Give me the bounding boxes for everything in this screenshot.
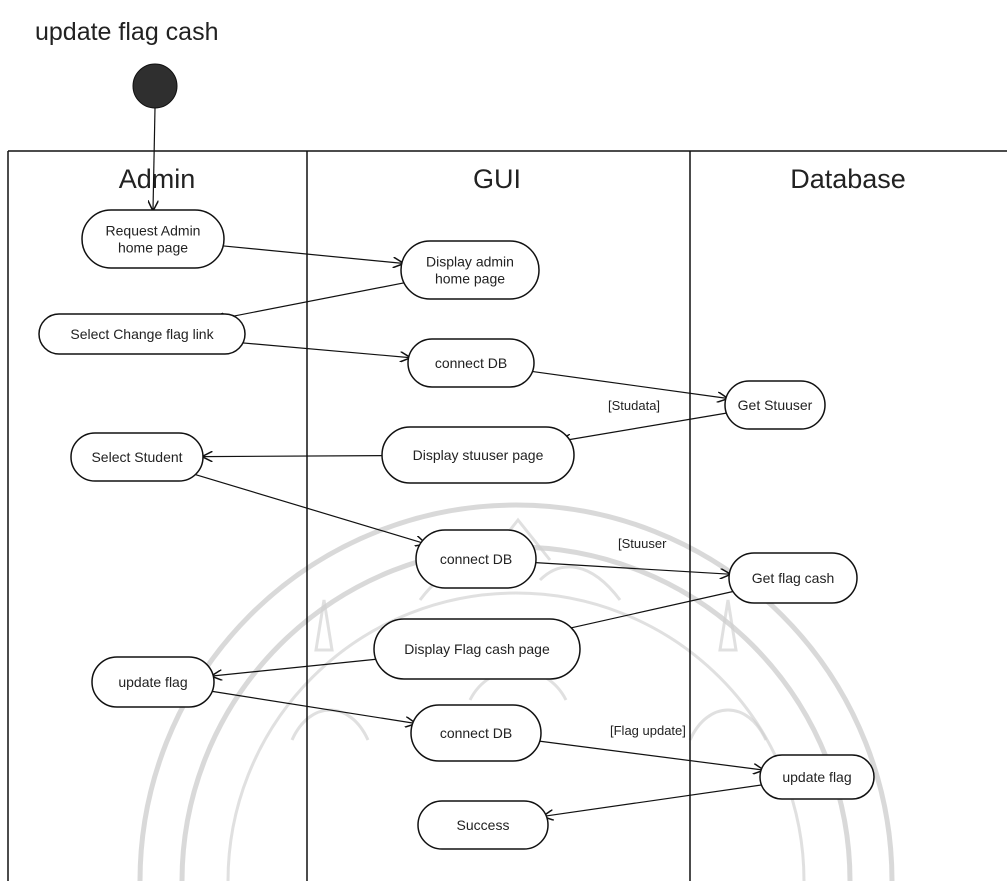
activity-node-label: update flag	[118, 674, 187, 690]
activity-node-label: home page	[118, 240, 188, 256]
flow-arrow-display-stuuser-to-select-student	[203, 456, 383, 457]
activity-node-connect-db-2: connect DB	[415, 529, 537, 589]
initial-node	[132, 63, 178, 109]
activity-node-success: Success	[417, 800, 549, 850]
activity-node-shape	[373, 618, 581, 680]
activity-node-update-flag-admin: update flag	[91, 656, 215, 708]
guard-flag-update-label: [Flag update]	[610, 723, 686, 738]
activity-node-label: Select Change flag link	[70, 326, 214, 342]
activity-node-label: connect DB	[440, 551, 512, 567]
guard-studata-label: [Studata]	[608, 398, 660, 413]
activity-node-select-change-flag: Select Change flag link	[38, 313, 246, 355]
activity-node-get-stuuser: Get Stuuser	[724, 380, 826, 430]
activity-node-select-student: Select Student	[70, 432, 204, 482]
activity-node-connect-db-1: connect DB	[407, 338, 535, 388]
activity-node-display-flag-cash: Display Flag cash page	[373, 618, 581, 680]
flow-arrow-connect-db-3-to-update-flag-db	[538, 740, 763, 770]
flow-arrow-display-flag-cash-to-update-flag-admin	[212, 658, 380, 676]
activity-node-display-stuuser: Display stuuser page	[381, 426, 575, 484]
flow-arrow-update-flag-admin-to-connect-db-3	[209, 690, 415, 723]
activity-node-shape	[400, 240, 540, 300]
activity-node-shape	[724, 380, 826, 430]
lane-header-gui: GUI	[473, 164, 521, 194]
lane-header-admin: Admin	[119, 164, 196, 194]
lane-header-database: Database	[790, 164, 906, 194]
activity-node-update-flag-db: update flag	[759, 754, 875, 800]
guard-labels: [Studata] [Stuuser [Flag update]	[608, 398, 686, 738]
activity-node-shape	[70, 432, 204, 482]
swimlane-frame	[7, 150, 1007, 881]
activity-node-label: update flag	[782, 769, 851, 785]
flow-edges	[153, 107, 764, 817]
activity-node-label: Display stuuser page	[413, 447, 544, 463]
guard-stuuser-label: [Stuuser	[618, 536, 667, 551]
flow-arrow-update-flag-db-to-success	[544, 784, 764, 817]
activity-node-shape	[728, 552, 858, 604]
activity-node-label: Get flag cash	[752, 570, 835, 586]
flow-arrow-get-flag-cash-to-display-flag-cash	[559, 589, 738, 631]
activity-node-label: connect DB	[435, 355, 507, 371]
activity-node-label: home page	[435, 271, 505, 287]
activity-node-label: Select Student	[91, 449, 182, 465]
activity-node-label: Display admin	[426, 254, 514, 270]
flow-arrow-select-student-to-connect-db-2	[187, 471, 425, 543]
diagram-title: update flag cash	[35, 18, 218, 46]
activity-node-connect-db-3: connect DB	[410, 704, 542, 762]
activity-node-shape	[410, 704, 542, 762]
activity-node-shape	[759, 754, 875, 800]
activity-node-get-flag-cash: Get flag cash	[728, 552, 858, 604]
activity-node-shape	[415, 529, 537, 589]
activity-node-shape	[81, 209, 225, 269]
flow-arrow-connect-db-2-to-get-flag-cash	[535, 562, 730, 575]
activity-node-shape	[407, 338, 535, 388]
activity-node-label: Request Admin	[106, 223, 201, 239]
activity-node-shape	[417, 800, 549, 850]
flow-arrow-request-admin-to-display-admin	[221, 245, 403, 264]
flow-arrow-select-change-flag-to-connect-db-1	[235, 341, 410, 357]
flow-arrow-initial-to-request-admin	[153, 107, 155, 210]
activity-node-shape	[91, 656, 215, 708]
activity-node-shape	[38, 313, 246, 355]
flow-arrow-connect-db-1-to-get-stuuser	[530, 370, 727, 398]
flow-arrow-display-admin-to-select-change-flag	[215, 281, 408, 320]
activity-node-label: Success	[457, 817, 510, 833]
flow-arrow-get-stuuser-to-display-stuuser	[561, 412, 728, 441]
activity-node-shape	[381, 426, 575, 484]
activity-node-label: Get Stuuser	[738, 397, 813, 413]
activity-node-label: Display Flag cash page	[404, 641, 550, 657]
activity-node-label: connect DB	[440, 725, 512, 741]
